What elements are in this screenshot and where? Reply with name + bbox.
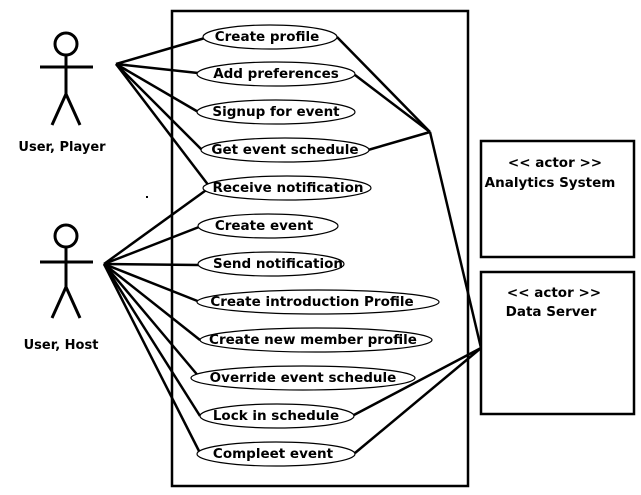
use-case-get-schedule [200, 137, 370, 163]
assoc-player-get-schedule [115, 63, 204, 152]
assoc-host-intro-profile [103, 262, 201, 304]
use-case-signup-event [196, 99, 356, 125]
use-case-create-member-profile [199, 327, 433, 353]
use-case-label: Receive notification [212, 180, 363, 196]
use-case-complete-event [196, 441, 356, 467]
actor-user-player [40, 31, 93, 126]
assoc-host-create-event [103, 225, 200, 266]
assoc-host-override-schedule [103, 263, 201, 379]
use-case-label: Lock in schedule [213, 408, 339, 424]
use-case-lock-schedule [199, 403, 355, 429]
analytics-stereotype: << actor >> [508, 155, 602, 171]
actor-host-head-icon [53, 223, 79, 249]
use-case-label: Create event [215, 218, 314, 234]
assoc-complete-event-data-server [354, 347, 482, 454]
assoc-create-profile-junction [336, 36, 431, 133]
actor-player-label: User, Player [18, 140, 106, 155]
actor-player-head-icon [53, 31, 79, 57]
assoc-add-preferences-junction [354, 74, 431, 133]
actor-user-host [40, 223, 93, 319]
use-case-labels: Create profile Add preferences Signup fo… [209, 29, 417, 462]
actor-player-right-leg [64, 93, 82, 126]
use-case-label: Create new member profile [209, 332, 417, 348]
use-case-create-intro-profile [196, 289, 440, 315]
assoc-junction-data-server [428, 131, 483, 349]
data-server-stereotype: << actor >> [507, 285, 601, 301]
use-case-label: Create profile [215, 29, 320, 45]
actor-host-label: User, Host [24, 338, 99, 353]
analytics-name: Analytics System [485, 175, 616, 191]
use-case-add-preferences [196, 61, 356, 87]
assoc-lock-schedule-data-server [351, 346, 482, 418]
use-case-override-schedule [190, 365, 416, 391]
data-server-name: Data Server [506, 304, 597, 320]
assoc-host-send-notification [103, 262, 200, 267]
assoc-player-add-preferences [115, 62, 199, 75]
use-case-create-event [197, 213, 339, 239]
assoc-host-lock-schedule [102, 263, 202, 417]
use-cases [190, 24, 440, 467]
use-case-label: Send notification [213, 256, 343, 272]
use-case-send-notification [197, 251, 345, 277]
use-case-label: Signup for event [212, 104, 340, 120]
use-case-create-profile [202, 24, 338, 50]
use-case-label: Compleet event [213, 446, 334, 462]
assoc-player-create-profile [115, 36, 206, 66]
assoc-get-schedule-junction [367, 130, 431, 152]
use-case-receive-notification [202, 175, 372, 201]
assoc-host-receive-notification [103, 186, 210, 266]
use-case-label: Add preferences [213, 66, 339, 82]
stray-dot [146, 196, 148, 198]
actor-host-left-leg [50, 286, 68, 319]
assoc-host-member-profile [103, 263, 201, 341]
system-box-analytics [479, 139, 636, 259]
use-case-label: Get event schedule [211, 142, 358, 158]
use-case-label: Override event schedule [210, 370, 397, 386]
use-case-label: Create introduction Profile [210, 294, 413, 310]
actor-player-left-leg [50, 93, 68, 126]
assoc-player-receive-notification [115, 63, 210, 187]
assoc-player-signup-event [115, 62, 201, 115]
system-boundary [170, 9, 470, 488]
system-box-data-server [479, 270, 636, 416]
association-lines [102, 36, 483, 454]
actor-host-right-leg [64, 286, 82, 319]
assoc-host-complete-event [102, 263, 202, 454]
